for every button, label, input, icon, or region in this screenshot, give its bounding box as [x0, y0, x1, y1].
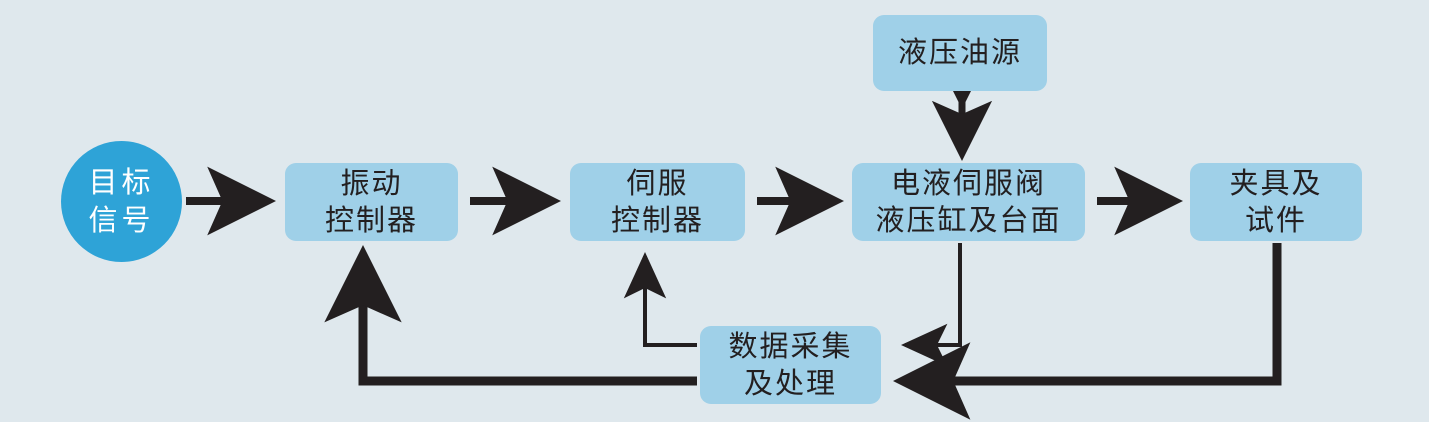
node-hydraulic-valve-cylinder-table-label: 电液伺服阀 液压缸及台面 — [875, 165, 1062, 237]
node-hydraulic-oil-source[interactable]: 液压油源 — [873, 15, 1047, 91]
edge-data-to-vibration — [324, 244, 697, 386]
node-data-acquisition-processing[interactable]: 数据采集 及处理 — [700, 326, 881, 404]
node-vibration-controller-label: 振动 控制器 — [324, 165, 418, 237]
node-vibration-controller[interactable]: 振动 控制器 — [285, 163, 458, 241]
node-fixture-specimen-label: 夹具及 试件 — [1229, 165, 1323, 237]
edge-data-to-servo — [623, 252, 697, 347]
edge-fixture-to-data — [892, 243, 1282, 420]
node-data-acquisition-processing-label: 数据采集 及处理 — [728, 328, 853, 400]
node-servo-controller-label: 伺服 控制器 — [610, 165, 704, 237]
node-fixture-specimen[interactable]: 夹具及 试件 — [1190, 163, 1362, 241]
edge-valve-to-data — [901, 243, 962, 367]
node-servo-controller[interactable]: 伺服 控制器 — [570, 163, 745, 241]
node-target-signal-label: 目标 信号 — [88, 165, 155, 237]
node-hydraulic-oil-source-label: 液压油源 — [897, 35, 1022, 70]
node-hydraulic-valve-cylinder-table[interactable]: 电液伺服阀 液压缸及台面 — [852, 163, 1085, 241]
node-target-signal[interactable]: 目标 信号 — [61, 141, 182, 262]
